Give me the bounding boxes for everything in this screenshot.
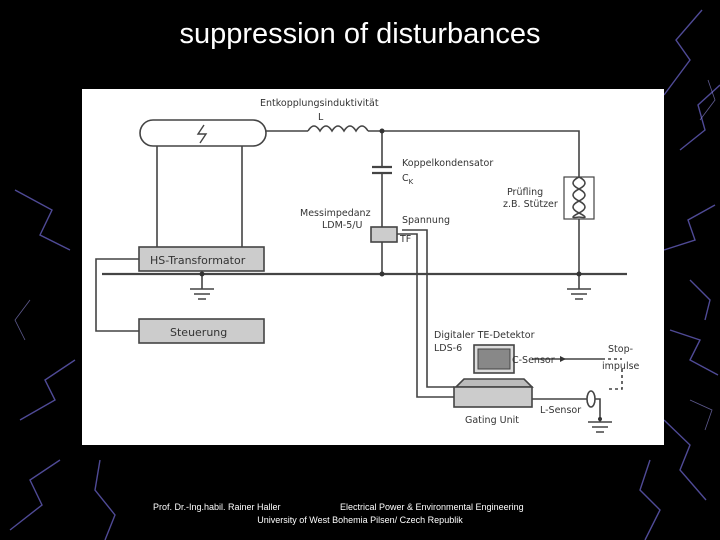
label-measuring-impedance: Messimpedanz: [300, 208, 371, 219]
footer-university: University of West Bohemia Pilsen/ Czech…: [257, 515, 463, 525]
footer-department: Electrical Power & Environmental Enginee…: [340, 502, 524, 512]
label-capacitor-symbol: CK: [402, 173, 414, 186]
label-tf: TF: [399, 234, 411, 245]
label-hv-transformer: HS-Transformator: [150, 254, 246, 267]
label-l-sensor: L-Sensor: [540, 405, 581, 416]
label-stop-pulse-line1: Stop-: [608, 344, 633, 355]
label-test-object: Prüfling: [507, 187, 543, 198]
test-object-right: [577, 176, 586, 219]
circuit-diagram: Entkopplungsinduktivität L Koppelkondens…: [95, 98, 640, 433]
label-detector: Digitaler TE-Detektor: [434, 330, 535, 341]
label-coupling-capacitor: Koppelkondensator: [402, 158, 493, 169]
gating-unit-box: [453, 386, 533, 408]
circuit-diagram-panel: Entkopplungsinduktivität L Koppelkondens…: [82, 89, 664, 445]
footer-author: Prof. Dr.-Ing.habil. Rainer Haller: [153, 502, 281, 512]
label-inductance-symbol: L: [318, 112, 324, 123]
label-measuring-impedance-model: LDM-5/U: [322, 220, 362, 231]
label-stop-pulse-line2: impulse: [602, 361, 640, 372]
hv-electrode: [139, 119, 267, 147]
label-detector-model: LDS-6: [434, 343, 462, 354]
measuring-impedance-box: [370, 226, 398, 243]
control-box: [138, 318, 265, 344]
inductor: [307, 125, 369, 133]
label-c-sensor: C-Sensor: [512, 355, 555, 366]
label-coupling-inductance: Entkopplungsinduktivität: [260, 98, 379, 109]
label-voltage: Spannung: [402, 215, 450, 226]
slide-title: suppression of disturbances: [179, 18, 541, 50]
l-sensor: [586, 390, 596, 408]
test-object-left: [572, 176, 581, 219]
label-gating-unit: Gating Unit: [465, 415, 519, 426]
hv-transformer-box: [138, 246, 265, 272]
label-control: Steuerung: [170, 326, 227, 339]
label-test-object-example: z.B. Stützer: [503, 199, 558, 210]
